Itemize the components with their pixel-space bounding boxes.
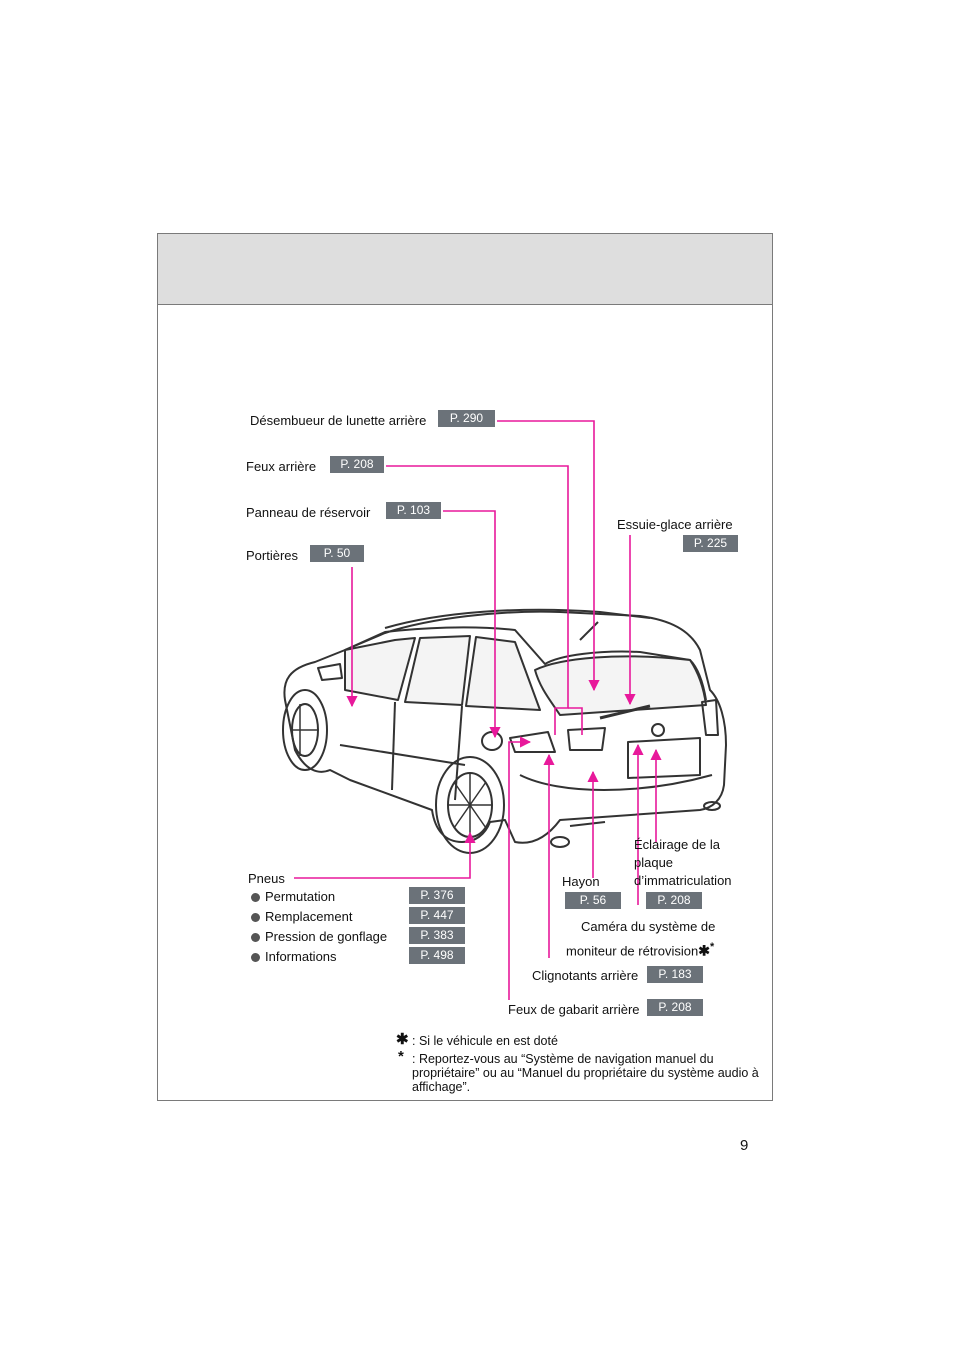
label-panneau: Panneau de réservoir: [246, 505, 371, 520]
pneus-item-informations: Informations: [265, 949, 337, 964]
page-number: 9: [740, 1137, 749, 1154]
frame-bottom-border: [157, 1100, 773, 1101]
page-ref-eclairage[interactable]: P. 208: [646, 892, 702, 909]
page-ref-portieres[interactable]: P. 50: [310, 545, 364, 562]
label-desembueur: Désembueur de lunette arrière: [250, 413, 427, 428]
page-ref-essuie[interactable]: P. 225: [683, 535, 738, 552]
page-ref-hayon[interactable]: P. 56: [565, 892, 621, 909]
footnote-1: : Si le véhicule en est doté: [412, 1034, 558, 1048]
page-ref-informations[interactable]: P. 498: [409, 947, 465, 964]
page-ref-desembueur[interactable]: P. 290: [438, 410, 495, 427]
label-eclairage-line1: Éclairage de la: [634, 837, 720, 852]
label-camera-text: moniteur de rétrovision: [566, 943, 699, 959]
page-ref-pression[interactable]: P. 383: [409, 927, 465, 944]
pneus-item-permutation: Permutation: [265, 889, 336, 904]
page-ref-feux-arriere[interactable]: P. 208: [330, 456, 384, 473]
page-ref-remplacement[interactable]: P. 447: [409, 907, 465, 924]
bullet-icon: [251, 933, 260, 942]
star-icon: *: [398, 1048, 404, 1065]
bullet-icon: [251, 913, 260, 922]
label-eclairage: Éclairage de la plaque d’immatriculation: [634, 836, 732, 890]
footnote-2: : Reportez-vous au “Système de navigatio…: [412, 1052, 759, 1094]
bullet-icon: [251, 893, 260, 902]
label-eclairage-line2: plaque: [634, 855, 674, 870]
bullet-icon: [251, 953, 260, 962]
frame-right-border: [772, 305, 773, 1101]
label-essuie: Essuie-glace arrière: [617, 517, 733, 532]
page-ref-feux-gabarit[interactable]: P. 208: [647, 999, 703, 1016]
pneus-item-remplacement: Remplacement: [265, 909, 353, 924]
label-portieres: Portières: [246, 548, 299, 563]
pneus-item-pression: Pression de gonflage: [265, 929, 388, 944]
label-eclairage-line3: d’immatriculation: [634, 873, 732, 888]
frame-left-border: [157, 305, 158, 1101]
page-ref-permutation[interactable]: P. 376: [409, 887, 465, 904]
label-camera-line2: moniteur de rétrovision✱*: [566, 939, 714, 959]
page-ref-panneau[interactable]: P. 103: [386, 502, 441, 519]
header-band: [157, 233, 773, 305]
label-feux-arriere: Feux arrière: [246, 459, 317, 474]
asterisk-icon: ✱: [396, 1031, 409, 1048]
label-camera-line1: Caméra du système de: [581, 919, 716, 934]
asterisk-icon: ✱: [698, 942, 710, 959]
label-pneus: Pneus: [248, 871, 285, 886]
page-ref-clignotants[interactable]: P. 183: [647, 966, 703, 983]
label-clignotants: Clignotants arrière: [532, 968, 639, 983]
star-icon: *: [709, 941, 715, 953]
label-feux-gabarit: Feux de gabarit arrière: [508, 1002, 640, 1017]
label-hayon: Hayon: [562, 874, 600, 889]
